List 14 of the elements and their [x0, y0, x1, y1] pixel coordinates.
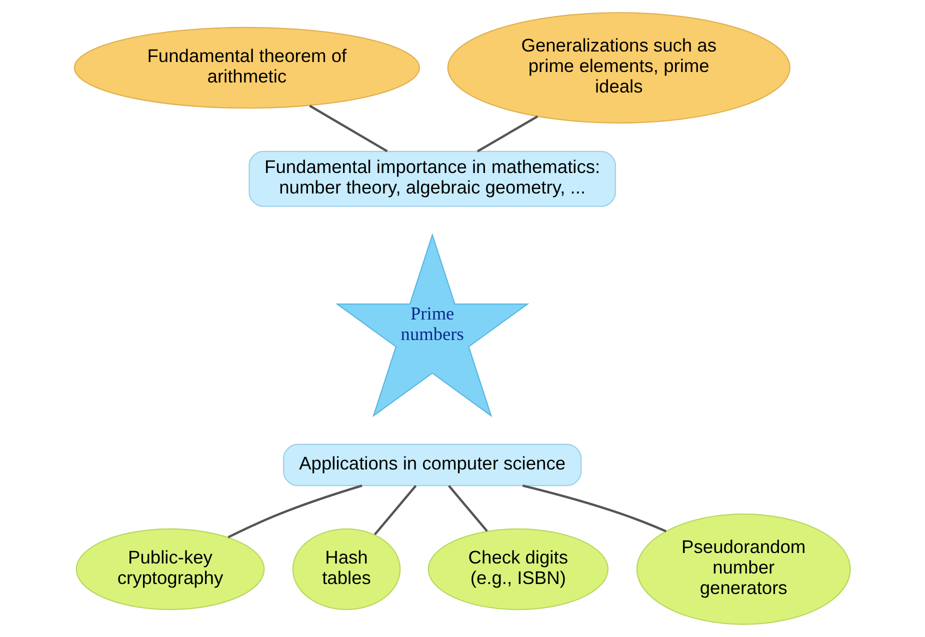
node-ellipse: Public-key cryptography: [76, 528, 265, 610]
node-ellipse: Fundamental theorem of arithmetic: [74, 26, 420, 109]
connector: [374, 485, 417, 536]
connector: [522, 484, 667, 532]
node-ellipse: Hash tables: [292, 528, 401, 610]
node-box: Applications in computer science: [282, 444, 582, 486]
connector: [476, 115, 538, 152]
node-ellipse: Generalizations such as prime elements, prime ideals: [447, 12, 790, 124]
node-ellipse: Pseudorandom number generators: [636, 514, 851, 625]
node-ellipse: Check digits (e.g., ISBN): [428, 528, 609, 610]
connector: [309, 104, 388, 152]
node-box: Fundamental importance in mathematics: number theory, algebraic geometry, ...: [248, 150, 616, 207]
connector: [448, 485, 488, 532]
connector: [228, 484, 362, 538]
